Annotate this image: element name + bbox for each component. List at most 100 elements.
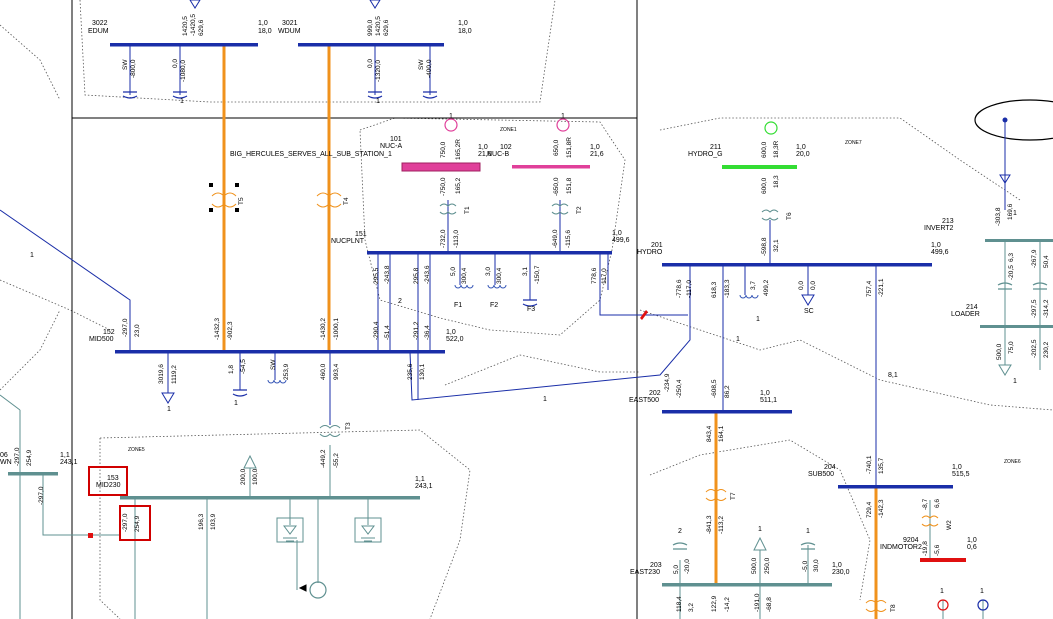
capacitor-icon[interactable] bbox=[172, 91, 188, 99]
bus-pu: 1,0 bbox=[760, 390, 770, 397]
transformer-label: T1 bbox=[464, 206, 471, 214]
bus-3022[interactable] bbox=[110, 43, 258, 47]
svc-icon[interactable] bbox=[276, 517, 304, 543]
load-arrow-icon[interactable] bbox=[753, 536, 767, 551]
flow-value: 1,8 bbox=[228, 364, 235, 374]
generator-icon[interactable] bbox=[937, 599, 949, 611]
capacitor-icon[interactable] bbox=[522, 299, 538, 307]
transformer-handle-icon[interactable] bbox=[235, 183, 239, 187]
zone-label: ZONE6 bbox=[1004, 459, 1021, 465]
flow-value: -297,5 bbox=[1031, 299, 1038, 318]
shunts[interactable] bbox=[122, 91, 1048, 550]
bus-102[interactable] bbox=[512, 165, 590, 169]
flow-value: 757,4 bbox=[866, 280, 873, 297]
transformer-t7-icon[interactable] bbox=[705, 489, 727, 501]
transformer-t2-icon[interactable] bbox=[551, 203, 569, 215]
capacitor-icon[interactable] bbox=[422, 91, 438, 99]
transformer-t4-icon[interactable] bbox=[316, 192, 342, 208]
breakers[interactable] bbox=[88, 310, 648, 538]
circuit-id: 1 bbox=[940, 588, 944, 595]
capacitor-icon[interactable] bbox=[997, 282, 1013, 290]
flow-value: -800,0 bbox=[130, 59, 137, 78]
bus-3021[interactable] bbox=[298, 43, 444, 47]
bus-kv: 18,0 bbox=[458, 28, 472, 35]
generator-icon[interactable] bbox=[556, 118, 570, 132]
bus-204[interactable] bbox=[838, 485, 953, 489]
flow-value: -36,4 bbox=[424, 325, 431, 340]
svc-icon[interactable] bbox=[354, 517, 382, 543]
flow-value: 254,9 bbox=[26, 449, 33, 466]
load-arrow-icon[interactable] bbox=[161, 392, 175, 404]
reactor-icon[interactable] bbox=[487, 284, 507, 289]
breaker-icon[interactable] bbox=[640, 310, 648, 320]
generator-icon[interactable] bbox=[764, 121, 778, 135]
load-arrow-icon[interactable] bbox=[999, 174, 1011, 184]
bus-213[interactable] bbox=[985, 239, 1053, 242]
bus-06[interactable] bbox=[8, 472, 58, 476]
arrow-icon bbox=[298, 584, 307, 592]
lines-230kv[interactable] bbox=[0, 240, 1041, 619]
selected-flow-values[interactable] bbox=[119, 505, 151, 541]
load-arrow-icon[interactable] bbox=[189, 0, 201, 9]
capacitor-icon[interactable] bbox=[367, 91, 383, 99]
transformer-t1-icon[interactable] bbox=[439, 203, 457, 215]
transformer-w2-icon[interactable] bbox=[921, 515, 939, 527]
reactor-icon[interactable] bbox=[267, 379, 287, 384]
flow-value: 130,1 bbox=[419, 363, 426, 380]
circuit-id: 1 bbox=[1013, 378, 1017, 385]
reactor-icon[interactable] bbox=[739, 294, 759, 299]
capacitor-icon[interactable] bbox=[672, 542, 688, 550]
bus-202[interactable] bbox=[662, 410, 792, 414]
loads[interactable] bbox=[161, 0, 1012, 551]
selected-bus-label[interactable] bbox=[88, 466, 128, 496]
bus-9204[interactable] bbox=[920, 558, 966, 562]
bus-211[interactable] bbox=[722, 165, 797, 169]
transformer-handle-icon[interactable] bbox=[209, 208, 213, 212]
flow-value: -243,6 bbox=[424, 265, 431, 284]
generator-icon[interactable] bbox=[977, 599, 989, 611]
generator-icon[interactable] bbox=[309, 581, 327, 599]
circuit-id: 1 bbox=[758, 526, 762, 533]
capacitor-icon[interactable] bbox=[122, 91, 138, 99]
zone-label: ZONE5 bbox=[128, 447, 145, 453]
bus-153[interactable] bbox=[120, 496, 420, 500]
bus-214[interactable] bbox=[980, 325, 1053, 328]
reactor-icon[interactable] bbox=[454, 284, 474, 289]
flow-value: 993,4 bbox=[333, 363, 340, 380]
bus-101[interactable] bbox=[401, 162, 481, 172]
flow-value: 1119,2 bbox=[171, 365, 178, 384]
load-arrow-icon[interactable] bbox=[369, 0, 381, 9]
capacitor-icon[interactable] bbox=[800, 542, 816, 550]
bus-151[interactable] bbox=[367, 251, 612, 255]
flow-value: 300,4 bbox=[461, 267, 468, 284]
bus-152[interactable] bbox=[115, 350, 445, 354]
reactors[interactable] bbox=[267, 284, 759, 384]
transformer-t5-icon[interactable] bbox=[211, 192, 237, 208]
breaker-icon[interactable] bbox=[88, 533, 93, 538]
bus-203[interactable] bbox=[662, 583, 832, 587]
substation-label: BIG_HERCULES_SERVES_ALL_SUB_STATION_1 bbox=[230, 151, 392, 158]
load-arrow-icon[interactable] bbox=[801, 294, 815, 306]
generator-icon[interactable] bbox=[444, 118, 458, 132]
flow-value: -14,2 bbox=[724, 597, 731, 612]
buses[interactable] bbox=[8, 43, 1053, 587]
load-arrow-icon[interactable] bbox=[998, 364, 1012, 376]
lines-500kv[interactable] bbox=[0, 45, 1006, 600]
transformer-label: T2 bbox=[576, 206, 583, 214]
transformer-handle-icon[interactable] bbox=[209, 183, 213, 187]
transformer-t3-icon[interactable] bbox=[319, 425, 341, 437]
capacitor-icon[interactable] bbox=[1032, 282, 1048, 290]
generators[interactable] bbox=[309, 118, 989, 611]
transformer-t8-icon[interactable] bbox=[865, 600, 887, 612]
svc-devices[interactable] bbox=[276, 517, 382, 592]
transformer-handle-icon[interactable] bbox=[235, 208, 239, 212]
transformer-t6-icon[interactable] bbox=[761, 209, 779, 221]
load-arrow-icon[interactable] bbox=[243, 454, 257, 469]
transformer-symbols[interactable] bbox=[209, 183, 939, 612]
zone-boundary bbox=[659, 117, 1021, 201]
capacitor-icon[interactable] bbox=[232, 389, 248, 397]
transformer-label: T5 bbox=[238, 197, 245, 205]
bus-201[interactable] bbox=[662, 263, 932, 267]
